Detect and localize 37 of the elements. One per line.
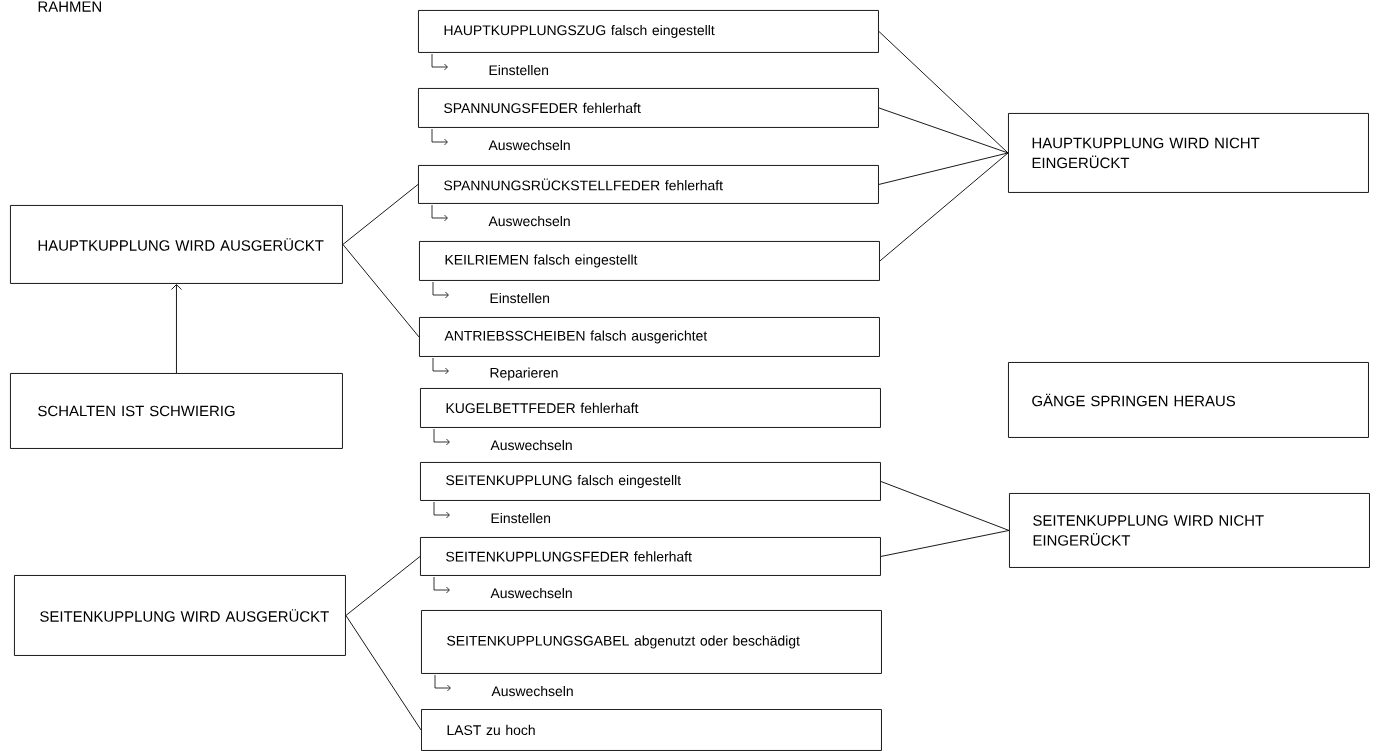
cause-box: SEITENKUPPLUNGSFEDER fehlerhaft [420,537,881,576]
connector-line [345,615,422,731]
connector-line [878,107,1009,154]
action-text: Auswechseln [488,215,570,227]
cause-box: SPANNUNGSRÜCKSTELLFEDER fehlerhaft [418,165,879,204]
connector-line [878,152,1009,185]
cause-box: SPANNUNGSFEDER fehlerhaft [418,88,879,128]
cause-box: SEITENKUPPLUNG WIRD NICHT EINGERÜCKT [1009,493,1370,568]
action-text: Reparieren [490,367,558,381]
cause-box: ANTRIEBSSCHEIBEN falsch ausgerichtet [419,317,880,357]
connector-line [879,152,1009,262]
connector-line [345,556,421,616]
connector-line [171,284,182,374]
cause-box: SEITENKUPPLUNG WIRD AUSGERÜCKT [14,575,346,656]
cause-box: SCHALTEN IST SCHWIERIG [10,373,343,449]
cause-box: SEITENKUPPLUNG falsch eingestellt [420,462,881,501]
action-text: Einstellen [490,292,550,304]
cause-box: HAUPTKUPPLUNG WIRD AUSGERÜCKT [10,205,343,284]
cause-box: HAUPTKUPPLUNG WIRD NICHT EINGERÜCKT [1008,113,1369,193]
action-text: Einstellen [489,64,549,76]
cause-box: SEITENKUPPLUNGSGABEL abgenutzt oder beschädigt [421,610,882,674]
action-text: Einstellen [491,512,551,524]
action-text: Auswechseln [490,587,572,599]
connector-line [342,244,420,338]
cause-box: KEILRIEMEN falsch eingestellt [419,241,880,281]
heading: RAHMEN [38,1,101,12]
connector-line [880,530,1010,557]
action-text: Auswechseln [490,439,572,451]
connector-line [880,481,1010,531]
action-text: Auswechseln [491,685,573,697]
cause-box: HAUPTKUPPLUNGSZUG falsch eingestellt [418,10,879,53]
action-text: Auswechseln [488,139,570,151]
cause-box: LAST zu hoch [421,709,882,751]
connector-line [342,184,419,245]
cause-box: KUGELBETTFEDER fehlerhaft [420,388,881,428]
cause-box: GÄNGE SPRINGEN HERAUS [1008,362,1369,438]
connector-line [878,31,1009,154]
